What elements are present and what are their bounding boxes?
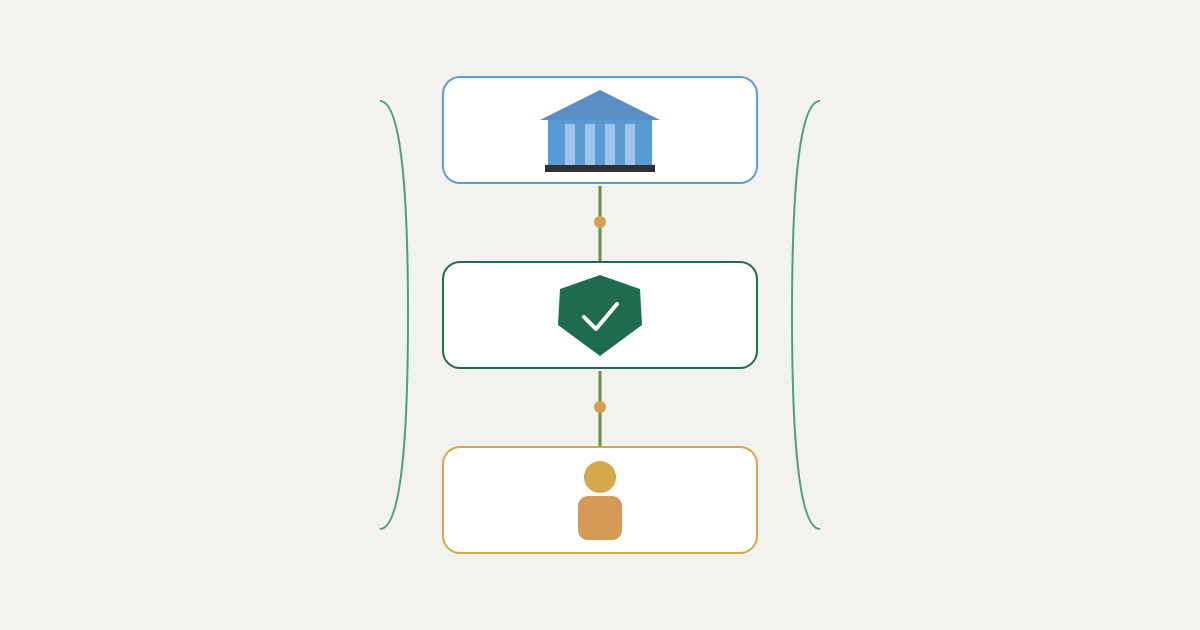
person-node bbox=[442, 446, 758, 554]
institution-node bbox=[442, 76, 758, 184]
connector-dot bbox=[594, 216, 606, 228]
right-bracket bbox=[790, 100, 821, 530]
verification-node bbox=[442, 261, 758, 369]
connector-dot bbox=[594, 401, 606, 413]
left-bracket bbox=[379, 100, 410, 530]
